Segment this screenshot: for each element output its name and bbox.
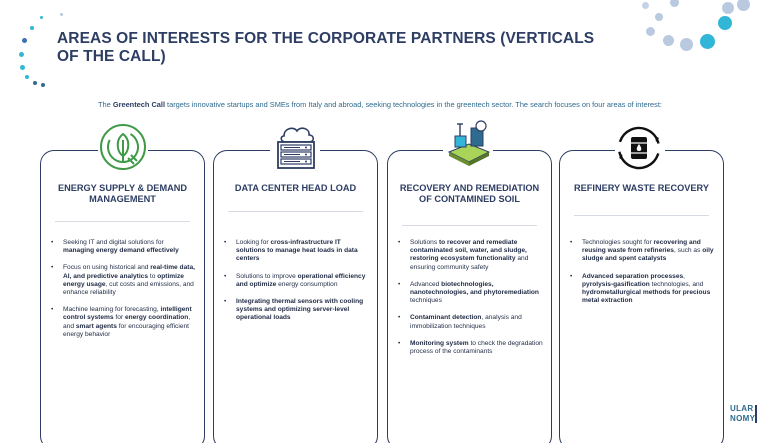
bullet-list: Looking for cross-infrastructure IT solu… [224, 239, 369, 332]
intro-call-name: Greentech Call [112, 100, 165, 109]
brand-logo-text: ULAR NOMY [730, 404, 755, 424]
bullet-text: Looking for [236, 239, 271, 246]
divider [55, 221, 190, 222]
bullet-text: for [113, 314, 125, 322]
server-cloud-icon [270, 118, 320, 169]
bullet-bold-text: hydrometallurgical methods for precious … [582, 289, 711, 305]
bullet-text: , [683, 272, 685, 280]
bullet-text: Solutions to improve [236, 272, 298, 280]
brand-line-1: ULAR [730, 404, 754, 413]
soil-remediation-icon [443, 118, 493, 168]
bullet-item: Contaminant detection, analysis and immo… [398, 314, 543, 330]
bullet-text: technologies, and [649, 280, 704, 288]
bullet-list: Seeking IT and digital solutions for man… [51, 239, 196, 348]
bullet-item: Advanced biotechnologies, nanotechnologi… [398, 281, 543, 306]
bullet-item: Technologies sought for recovering and r… [570, 239, 715, 264]
bullet-bold-text: intelligent control systems [63, 306, 192, 322]
bullet-text: to [148, 272, 158, 280]
divider [402, 225, 537, 226]
card-data-center: DATA CENTER HEAD LOAD Looking for cross-… [213, 150, 378, 443]
bullet-bold-text: to recover and remediate contaminated so… [410, 239, 527, 263]
bullet-item: Looking for cross-infrastructure IT solu… [224, 239, 369, 264]
bullet-text: Machine learning for forecasting, [63, 306, 161, 314]
oil-barrel-recycle-icon [615, 124, 665, 174]
bullet-bold-text: operational efficiency and optimize [236, 272, 366, 288]
bullet-bold-text: oily sludge and spent catalysts [582, 247, 714, 263]
bullet-text: for encouraging efficient energy behavio… [63, 322, 189, 338]
bullet-bold-text: Integrating thermal sensors with cooling… [236, 298, 364, 322]
bullet-bold-text: managing energy demand effectively [63, 247, 179, 255]
bullet-text: Advanced [410, 280, 442, 288]
bullet-text: , cut costs and emissions, and enhance r… [63, 280, 194, 297]
bullet-text: energy consumption [276, 280, 338, 288]
bullet-bold-text: real-time data, AI, and predictive analy… [63, 264, 195, 280]
divider [574, 215, 709, 216]
bullet-bold-text: recovering and reusing waste from refine… [582, 239, 701, 255]
bullet-item: Solutions to recover and remediate conta… [398, 239, 543, 272]
bullet-text: Technologies sought for [582, 239, 654, 246]
bullet-text: , such as [673, 247, 703, 255]
bullet-bold-text: pyrolysis-gasification [582, 280, 650, 288]
bullet-bold-text: smart agents [75, 322, 117, 330]
card-title: ENERGY SUPPLY & DEMAND MANAGEMENT [58, 183, 187, 204]
bullet-text: Focus on using historical and [63, 264, 151, 272]
intro-text: The Greentech Call targets innovative st… [30, 100, 730, 110]
bullet-bold-text: cross-infrastructure IT solutions to man… [236, 239, 358, 263]
bullet-bold-text: biotechnologies, nanotechnologies, and p… [410, 280, 539, 297]
bullet-text: Seeking IT and digital solutions for [63, 239, 164, 246]
bullet-list: Solutions to recover and remediate conta… [398, 239, 543, 365]
divider [228, 211, 363, 212]
brand-bar [755, 405, 757, 423]
bullet-item: Focus on using historical and real-time … [51, 264, 196, 297]
card-title: REFINERY WASTE RECOVERY [574, 183, 709, 193]
bullet-list: Technologies sought for recovering and r… [570, 239, 715, 314]
card-title: RECOVERY AND REMEDIATION OF CONTAMINED S… [399, 183, 540, 204]
bullet-text: and ensuring community safety [410, 255, 529, 271]
bullet-item: Seeking IT and digital solutions for man… [51, 239, 196, 255]
card-soil-remediation: RECOVERY AND REMEDIATION OF CONTAMINED S… [387, 150, 552, 443]
energy-leaf-plug-icon [98, 122, 148, 172]
bullet-item: Integrating thermal sensors with cooling… [224, 298, 369, 323]
bullet-text: Solutions [410, 239, 439, 246]
intro-after: targets innovative startups and SMEs fro… [165, 100, 662, 109]
bullet-bold-text: Advanced separation processes [582, 272, 684, 280]
card-refinery-waste: REFINERY WASTE RECOVERY Technologies sou… [559, 150, 724, 443]
bullet-item: Machine learning for forecasting, intell… [51, 306, 196, 339]
intro-before: The [98, 100, 113, 109]
brand-line-2: NOMY [730, 414, 756, 423]
bullet-bold-text: optimize energy usage [63, 272, 184, 288]
bullet-text: to check the degradation process of the … [410, 339, 543, 356]
bullet-text: , analysis and immobilization techniques [410, 314, 522, 330]
bullet-item: Monitoring system to check the degradati… [398, 340, 543, 356]
page-title: AREAS OF INTERESTS FOR THE CORPORATE PAR… [57, 30, 595, 65]
bullet-bold-text: Monitoring system [410, 339, 469, 347]
card-title: DATA CENTER HEAD LOAD [234, 183, 357, 193]
bullet-item: Solutions to improve operational efficie… [224, 273, 369, 289]
bullet-text: techniques [410, 297, 442, 305]
card-energy-supply: ENERGY SUPPLY & DEMAND MANAGEMENT Seekin… [40, 150, 205, 443]
bullet-text: , and [63, 314, 191, 330]
bullet-item: Advanced separation processes, pyrolysis… [570, 273, 715, 306]
bullet-bold-text: energy coordination [124, 314, 189, 322]
bullet-bold-text: Contaminant detection [410, 314, 482, 322]
